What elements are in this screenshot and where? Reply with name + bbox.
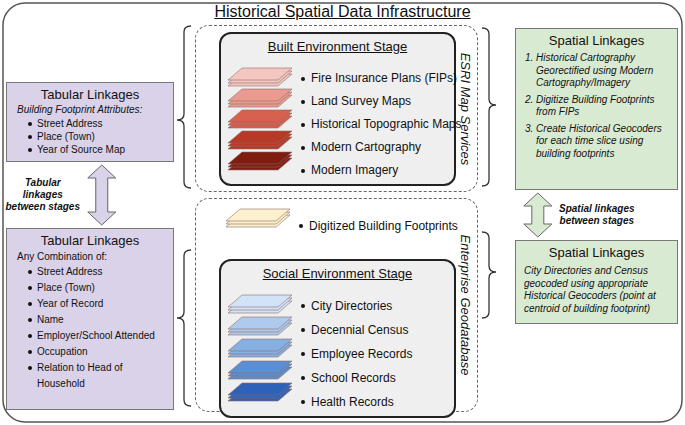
layer-sheet [228,131,292,143]
double-arrow [524,193,552,237]
node-text: Historical Topographic Maps [221,113,454,136]
node-heading: Spatial Linkages [516,29,677,49]
brace [177,26,191,188]
node-heading: Spatial Linkages [516,241,677,261]
node-text: Street Address [7,264,173,280]
node-text: Name [7,312,173,328]
node-text: Place (Town) [7,130,173,143]
node-text: Fire Insurance Plans (FIPs) [221,67,454,90]
node-heading: ESRI Map Services [458,52,473,165]
layer-sheet [228,361,292,373]
double-arrow [88,165,116,225]
node-text: School Records [221,366,454,390]
stage-box: Built Environment StageFire Insurance Pl… [219,32,456,186]
node-text: Street Address [7,117,173,130]
node-heading: Built Environment Stage [221,34,454,55]
service-group: Built Environment StageFire Insurance Pl… [195,25,478,192]
layer-sheet [228,68,292,80]
layer-sheet [228,152,292,164]
node-text: Place (Town) [7,280,173,296]
node-text: 2. Digitize Building Footprints from FIP… [516,94,677,119]
layer-sheet [228,317,292,329]
brace [177,250,191,406]
layer-sheet [228,89,292,101]
node-text: Land Survey Maps [221,90,454,113]
node-text: Modern Imagery [221,159,454,182]
node-text: City Directories and Census geocoded usi… [516,264,677,320]
layer-sheet [228,110,292,122]
node-text: Decennial Census [221,318,454,342]
outer-frame [3,3,682,422]
node-heading: Tabular Linkages [7,229,173,249]
layer-sheet [228,383,292,395]
brace [482,232,496,318]
node-text: 3. Create Historical Geocoders for each … [516,123,677,161]
edge-label: Spatial linkages between stages [558,203,636,227]
node-heading: Social Environment Stage [221,261,454,282]
diagram-title: Historical Spatial Data Infrastructure [0,3,685,21]
node-text: Relation to Head of Household [7,360,173,392]
node-text: City Directories [221,294,454,318]
node-text: Modern Cartography [221,136,454,159]
database-group: Social Environment StageCity Directories… [195,198,478,412]
node-text: Year of Source Map [7,143,173,156]
node-text: 1. Historical Cartography Georectified u… [516,52,677,90]
stage-box: Social Environment StageCity Directories… [219,259,456,418]
node-text: Employee Records [221,342,454,366]
linkage-box: Spatial Linkages 1. Historical Cartograph… [515,28,678,190]
node-text: Any Combination of: [7,249,173,264]
node-heading: Enterprise Geodatabase [458,235,473,376]
edge-label: Tabular linkages between stages [4,177,82,213]
node-text: Occupation [7,344,173,360]
node-text: Building Footprint Attributes: [7,103,173,117]
linkage-box: Tabular LinkagesAny Combination of:Stree… [6,228,174,410]
node-text: Year of Record [7,296,173,312]
linkage-box: Spatial LinkagesCity Directories and Cen… [515,240,678,324]
brace [482,28,496,186]
node-text: Digitized Building Footprints [299,216,458,236]
linkage-box: Tabular LinkagesBuilding Footprint Attri… [6,82,174,162]
node-text: Health Records [221,390,454,414]
layer-sheet [228,339,292,351]
node-heading: Tabular Linkages [7,83,173,103]
layer-sheet [228,295,292,307]
layer-sheet [226,209,290,221]
node-text: Employer/School Attended [7,328,173,344]
